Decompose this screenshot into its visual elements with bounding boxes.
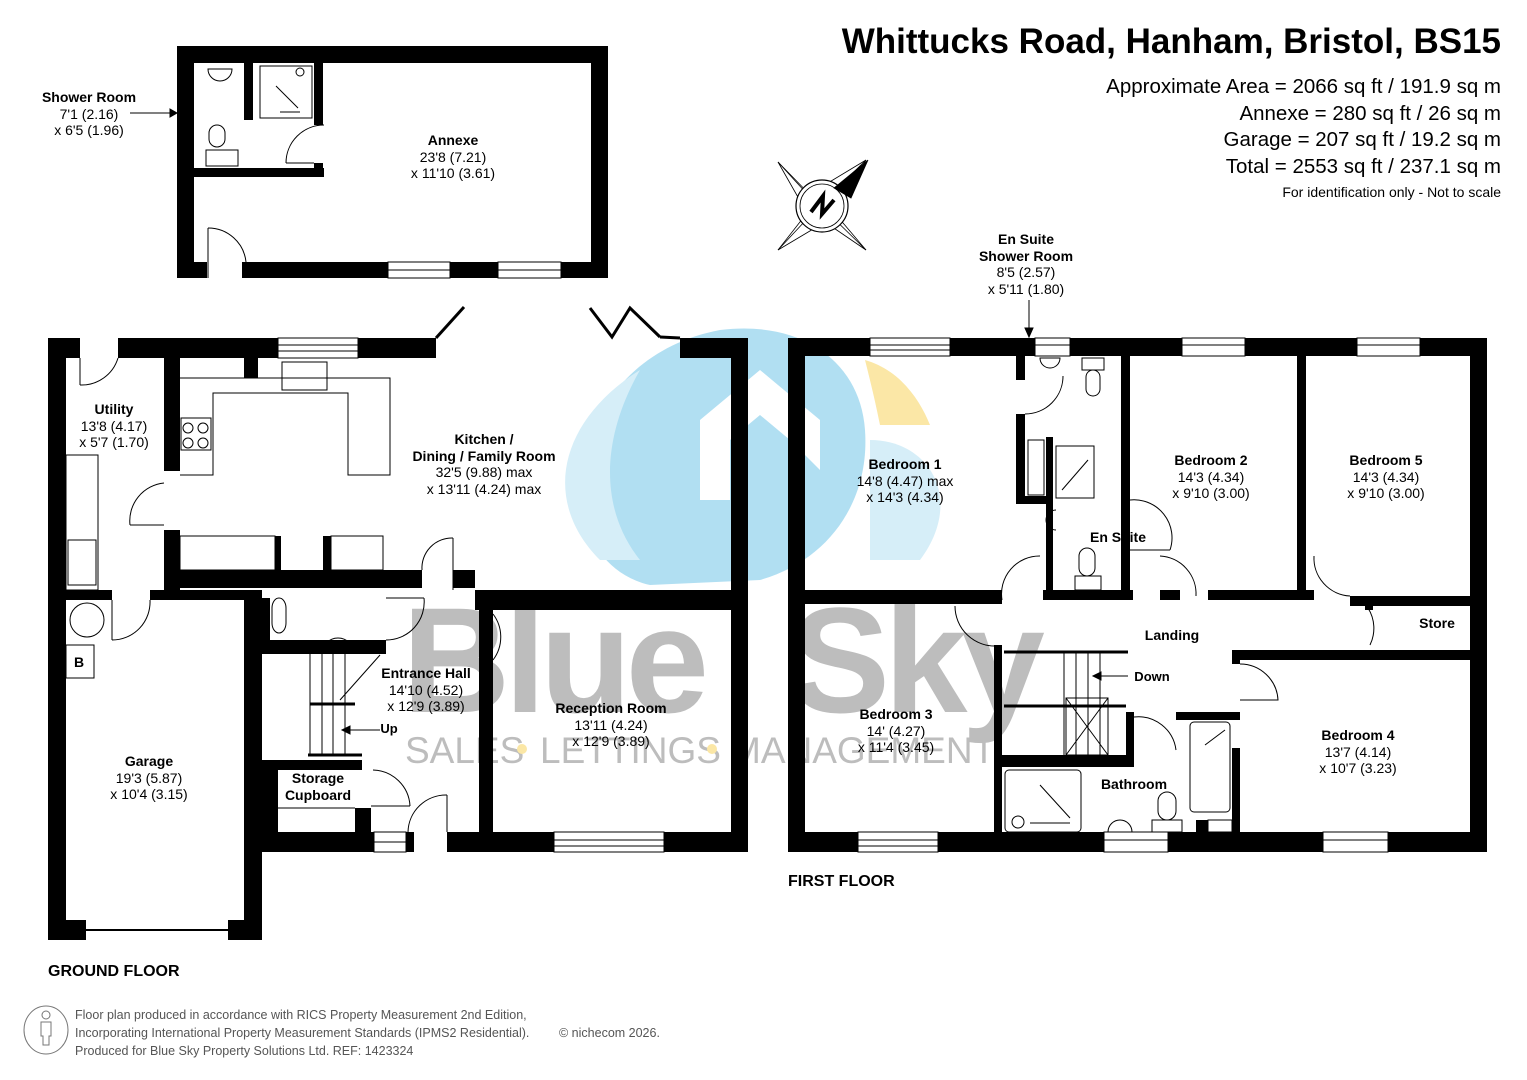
room-label-annexe-shower-room: Shower Room 7'1 (2.16) x 6'5 (1.96)	[41, 89, 137, 138]
stairs-down-label: Down	[1134, 669, 1170, 684]
svg-text:SALES: SALES	[405, 730, 524, 771]
room-label-bathroom: Bathroom	[1100, 776, 1168, 792]
property-title: Whittucks Road, Hanham, Bristol, BS15	[841, 22, 1501, 61]
room-label-bedroom-2: Bedroom 2 14'3 (4.34) x 9'10 (3.00)	[1172, 452, 1250, 501]
area-annexe: Annexe = 280 sq ft / 26 sq m	[1239, 101, 1501, 125]
person-icon	[23, 1005, 69, 1055]
svg-text:LETTINGS: LETTINGS	[540, 730, 721, 771]
room-label-storage: Storage Cupboard	[284, 770, 352, 803]
scale-disclaimer: For identification only - Not to scale	[1282, 184, 1501, 200]
room-label-bedroom-1: Bedroom 1 14'8 (4.47) max x 14'3 (4.34)	[856, 456, 954, 505]
room-label-en-suite: En Suite	[1089, 529, 1147, 545]
boiler-label: B	[73, 654, 85, 670]
room-label-garage: Garage 19'3 (5.87) x 10'4 (3.15)	[110, 753, 188, 802]
annexe-fixtures	[130, 65, 562, 279]
room-label-reception: Reception Room 13'11 (4.24) x 12'9 (3.89…	[555, 700, 667, 749]
area-approximate: Approximate Area = 2066 sq ft / 191.9 sq…	[1106, 75, 1501, 98]
room-label-kitchen: Kitchen / Dining / Family Room 32'5 (9.8…	[412, 431, 556, 497]
stairs-up-label: Up	[380, 721, 398, 736]
svg-text:MANAGEMENT: MANAGEMENT	[730, 730, 995, 771]
first-floor-fixtures	[857, 300, 1421, 853]
area-garage: Garage = 207 sq ft / 19.2 sq m	[1223, 128, 1501, 151]
copyright: © nichecom 2026.	[559, 1026, 660, 1040]
room-label-bedroom-4: Bedroom 4 13'7 (4.14) x 10'7 (3.23)	[1319, 727, 1397, 776]
room-label-bedroom-5: Bedroom 5 14'3 (4.34) x 9'10 (3.00)	[1347, 452, 1425, 501]
first-floor-label: FIRST FLOOR	[788, 873, 895, 890]
room-label-annexe: Annexe 23'8 (7.21) x 11'10 (3.61)	[410, 132, 496, 181]
room-label-landing: Landing	[1144, 627, 1200, 643]
ground-floor-fixtures	[65, 305, 681, 931]
compass-rose-icon	[777, 159, 869, 251]
room-label-entrance-hall: Entrance Hall 14'10 (4.52) x 12'9 (3.89)	[381, 665, 471, 714]
area-total: Total = 2553 sq ft / 237.1 sq m	[1225, 154, 1501, 178]
area-summary: Approximate Area = 2066 sq ft / 191.9 sq…	[1106, 74, 1501, 180]
ground-floor-label: GROUND FLOOR	[48, 963, 180, 980]
room-label-bedroom-3: Bedroom 3 14' (4.27) x 11'4 (3.45)	[857, 706, 935, 755]
footer-notes: Floor plan produced in accordance with R…	[75, 1008, 660, 1058]
room-label-en-suite-shower-room: En Suite Shower Room 8'5 (2.57) x 5'11 (…	[978, 231, 1074, 297]
annexe-plan	[177, 46, 608, 278]
room-label-utility: Utility 13'8 (4.17) x 5'7 (1.70)	[79, 401, 149, 450]
boiler-box	[65, 644, 95, 679]
first-floor-walls	[788, 338, 1487, 852]
room-label-store: Store	[1419, 615, 1455, 631]
